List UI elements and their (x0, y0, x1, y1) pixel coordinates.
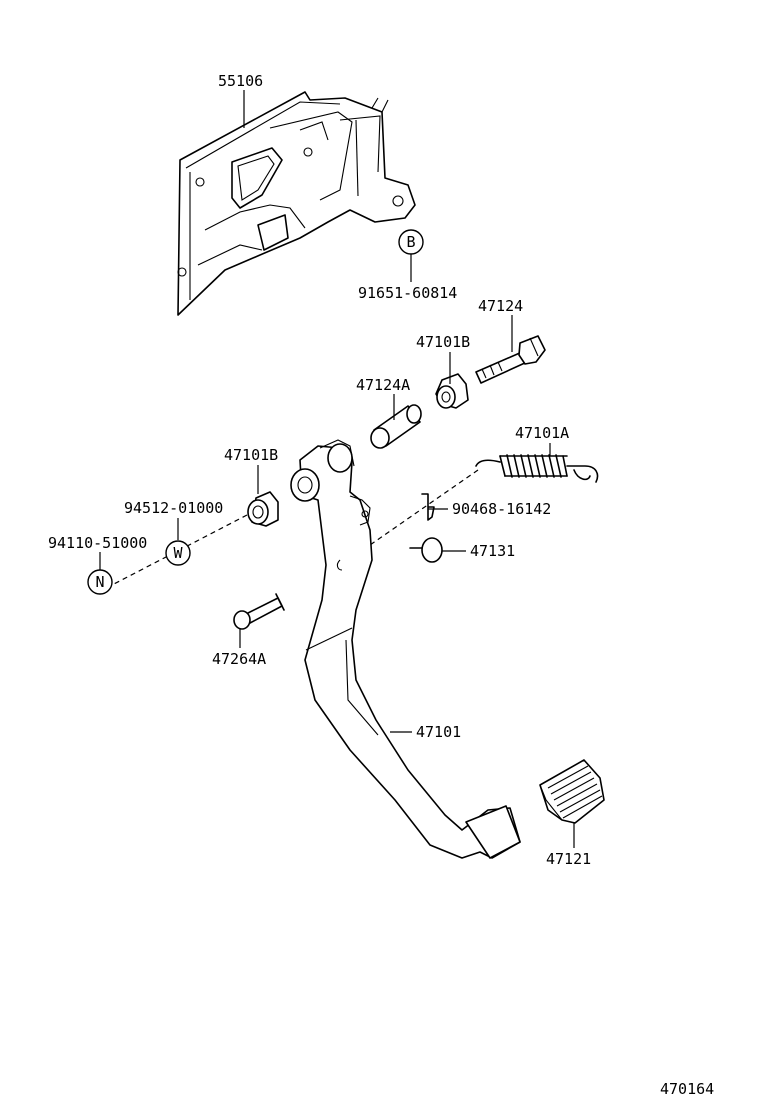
label-47131: 47131 (470, 542, 515, 560)
label-91651-60814: 91651-60814 (358, 284, 457, 302)
label-55106: 55106 (218, 72, 263, 90)
label-94512-01000: 94512-01000 (124, 499, 223, 517)
clip-drawing (421, 493, 435, 521)
return-spring-drawing (475, 454, 599, 483)
pedal-pad-drawing (539, 759, 605, 824)
label-94110-51000: 94110-51000 (48, 534, 147, 552)
symbol-w: W (165, 540, 191, 566)
label-47101b-lower: 47101B (224, 446, 278, 464)
label-47124: 47124 (478, 297, 523, 315)
symbol-b: B (398, 229, 424, 255)
label-47264a: 47264A (212, 650, 266, 668)
label-47101a: 47101A (515, 424, 569, 442)
leader-lines (99, 90, 575, 848)
label-47101: 47101 (416, 723, 461, 741)
diagram-code: 470164 (660, 1080, 714, 1098)
stopper-drawing (409, 537, 443, 563)
label-47121: 47121 (546, 850, 591, 868)
label-47124a: 47124A (356, 376, 410, 394)
symbol-n: N (87, 569, 113, 595)
pin-drawing (233, 593, 285, 630)
pedal-bolt-drawing (475, 335, 546, 384)
bushing-lower-drawing (247, 491, 279, 527)
bushing-upper-drawing (435, 373, 469, 409)
pedal-bracket-drawing (177, 91, 416, 316)
collar-drawing (370, 404, 422, 449)
assembly-line-upper (369, 469, 479, 546)
label-90468-16142: 90468-16142 (452, 500, 551, 518)
pedal-arm-drawing (290, 439, 521, 859)
symbol-n-text: N (95, 573, 104, 591)
label-47101b-upper: 47101B (416, 333, 470, 351)
symbol-w-text: W (173, 544, 183, 562)
symbol-b-text: B (406, 233, 415, 251)
